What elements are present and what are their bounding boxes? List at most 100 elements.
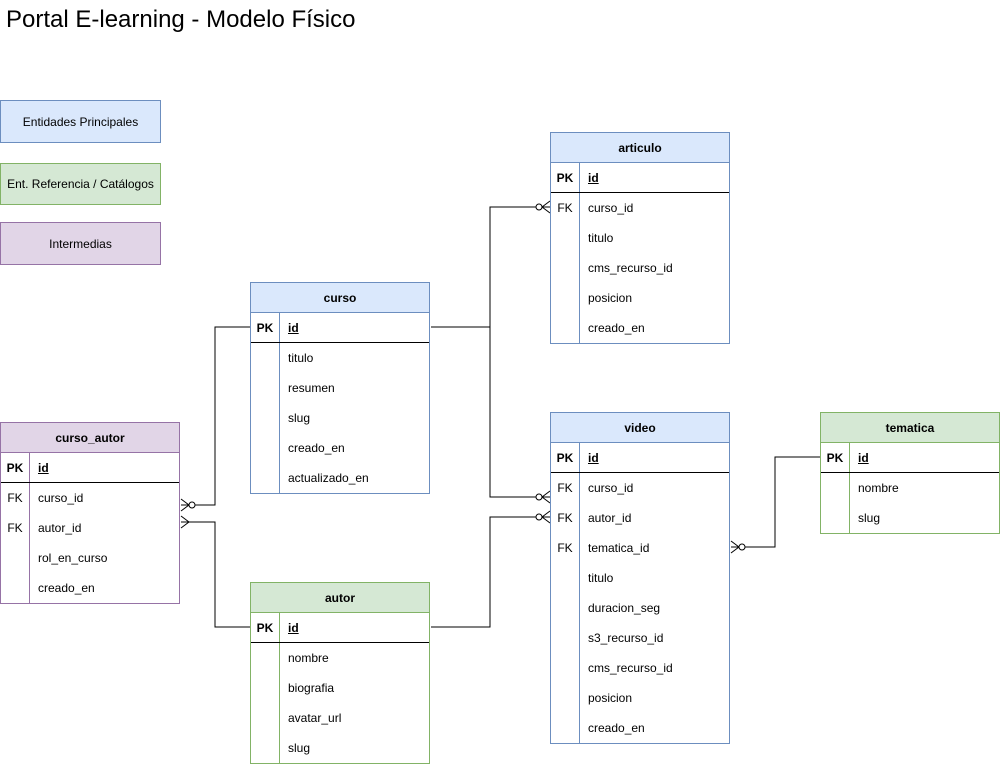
entity-row[interactable]: PK id	[251, 613, 429, 643]
field-name: nombre	[288, 651, 329, 665]
legend-principal[interactable]: Entidades Principales	[0, 100, 161, 143]
entity-row[interactable]: avatar_url	[251, 703, 429, 733]
entity-row[interactable]: FK autor_id	[1, 513, 179, 543]
diagram-title: Portal E-learning - Modelo Físico	[6, 6, 356, 33]
entity-row[interactable]: titulo	[551, 223, 729, 253]
field-name: id	[288, 620, 299, 635]
key-label	[551, 253, 580, 283]
key-label	[251, 403, 280, 433]
key-label	[251, 373, 280, 403]
rel-autor-video[interactable]	[431, 510, 551, 628]
key-label	[821, 503, 850, 533]
field-name: creado_en	[38, 581, 95, 595]
key-label	[551, 623, 580, 653]
entity-row[interactable]: s3_recurso_id	[551, 623, 729, 653]
entity-header: curso	[251, 283, 429, 313]
key-label	[551, 593, 580, 623]
key-label: PK	[551, 163, 580, 192]
entity-row[interactable]: nombre	[821, 473, 999, 503]
field-name: creado_en	[588, 321, 645, 335]
field-name: slug	[288, 411, 311, 425]
entity-row[interactable]: slug	[251, 733, 429, 763]
field-name: id	[588, 450, 599, 465]
key-label	[1, 543, 30, 573]
field-name: biografia	[288, 681, 335, 695]
entity-header: articulo	[551, 133, 729, 163]
entity-row[interactable]: biografia	[251, 673, 429, 703]
field-name: curso_id	[38, 491, 84, 505]
key-label	[251, 463, 280, 493]
entity-row[interactable]: slug	[251, 403, 429, 433]
entity-row[interactable]: posicion	[551, 283, 729, 313]
field-name: duracion_seg	[588, 601, 661, 615]
field-name: titulo	[588, 571, 614, 585]
field-name: titulo	[588, 231, 614, 245]
key-label: FK	[551, 193, 580, 223]
entity-row[interactable]: titulo	[551, 563, 729, 593]
key-label: PK	[251, 613, 280, 642]
entity-header: autor	[251, 583, 429, 613]
entity-row[interactable]: slug	[821, 503, 999, 533]
entity-row[interactable]: rol_en_curso	[1, 543, 179, 573]
entity-row[interactable]: resumen	[251, 373, 429, 403]
entity-row[interactable]: posicion	[551, 683, 729, 713]
key-label	[551, 283, 580, 313]
entity-row[interactable]: cms_recurso_id	[551, 253, 729, 283]
rel-curso-articulo[interactable]	[431, 200, 551, 328]
key-label	[1, 573, 30, 603]
entity-row[interactable]: creado_en	[551, 713, 729, 743]
key-label	[551, 653, 580, 683]
entity-header: tematica	[821, 413, 999, 443]
entity-header: video	[551, 413, 729, 443]
entity-row[interactable]: actualizado_en	[251, 463, 429, 493]
field-name: cms_recurso_id	[588, 661, 673, 675]
field-name: avatar_url	[288, 711, 342, 725]
rel-curso-curso-autor[interactable]	[180, 326, 250, 512]
key-label	[251, 643, 280, 673]
key-label	[251, 433, 280, 463]
field-name: autor_id	[38, 521, 82, 535]
entity-row[interactable]: nombre	[251, 643, 429, 673]
field-name: id	[288, 320, 299, 335]
field-name: id	[38, 460, 49, 475]
rel-autor-curso-autor[interactable]	[180, 515, 250, 628]
field-name: tematica_id	[588, 541, 650, 555]
field-name: creado_en	[288, 441, 345, 455]
field-name: posicion	[588, 291, 633, 305]
entity-row[interactable]: creado_en	[551, 313, 729, 343]
key-label	[551, 223, 580, 253]
entity-row[interactable]: cms_recurso_id	[551, 653, 729, 683]
key-label: FK	[1, 513, 30, 543]
key-label	[251, 703, 280, 733]
legend-intermedia[interactable]: Intermedias	[0, 222, 161, 265]
entity-row[interactable]: creado_en	[251, 433, 429, 463]
entity-row[interactable]: FK curso_id	[1, 483, 179, 513]
entity-row[interactable]: titulo	[251, 343, 429, 373]
entity-row[interactable]: duracion_seg	[551, 593, 729, 623]
key-label	[251, 673, 280, 703]
entity-row[interactable]: creado_en	[1, 573, 179, 603]
field-name: resumen	[288, 381, 335, 395]
field-name: curso_id	[588, 481, 634, 495]
rel-curso-video[interactable]	[489, 327, 551, 504]
rel-tematica-video[interactable]	[730, 456, 820, 554]
entity-header: curso_autor	[1, 423, 179, 453]
legend-referencia[interactable]: Ent. Referencia / Catálogos	[0, 163, 161, 205]
key-label: FK	[1, 483, 30, 513]
